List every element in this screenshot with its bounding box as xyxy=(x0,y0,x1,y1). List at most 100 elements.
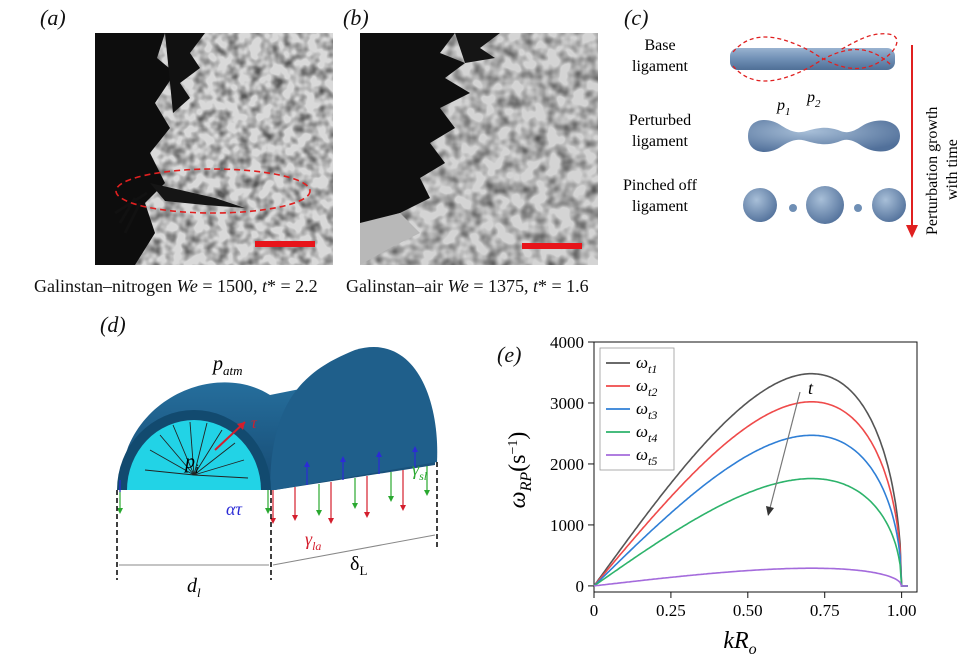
y-axis-title-main: ω xyxy=(505,491,531,508)
caption-b-t-symbol: t xyxy=(532,276,538,296)
d-l-symbol: d xyxy=(187,575,198,597)
y-axis-title-unit-exp: −1 xyxy=(506,440,521,455)
series-line-t3 xyxy=(593,434,908,587)
dispersion-chart: 0 0.25 0.50 0.75 1.00 0 1000 2000 3000 4000 t ωt… xyxy=(505,333,918,658)
gamma-sl-label: γsl xyxy=(412,459,428,483)
x-tick-label: 0.50 xyxy=(733,601,763,620)
tau-label: τ xyxy=(251,415,258,432)
delta-l-symbol: δ xyxy=(350,553,359,575)
base-ligament xyxy=(730,48,895,70)
y-tick-label: 3000 xyxy=(550,394,584,413)
x-axis-title-main: kR xyxy=(723,628,749,654)
gamma-sl-symbol: γ xyxy=(412,459,420,479)
time-direction-label: t xyxy=(808,378,814,398)
satellite-2 xyxy=(854,204,862,212)
x-tick-label: 1.00 xyxy=(887,601,917,620)
panel-e-label: (e) xyxy=(497,342,522,367)
caption-a-we-symbol: We xyxy=(176,276,198,296)
perturbed-label-2: ligament xyxy=(632,133,689,150)
time-direction-arrow-head xyxy=(766,506,774,516)
caption-a-t-value: * = 2.2 xyxy=(267,276,318,296)
gamma-la-label: γla xyxy=(305,529,321,553)
highlight-ellipse xyxy=(115,168,311,214)
gamma-la-subscript: la xyxy=(312,539,321,553)
delta-l-label: δL xyxy=(350,553,367,578)
x-axis-title: kRo xyxy=(723,628,756,658)
droplet-1 xyxy=(743,188,777,222)
d-l-subscript: l xyxy=(197,585,201,600)
x-tick-label: 0.25 xyxy=(656,601,686,620)
caption-b-we-symbol: We xyxy=(447,276,469,296)
caption-a-we-value: = 1500, xyxy=(197,276,262,296)
y-axis-title-sub: RP xyxy=(518,472,535,493)
y-tick-label: 4000 xyxy=(550,333,584,352)
chart-series xyxy=(593,372,908,587)
x-tick-label: 0 xyxy=(590,601,599,620)
perturbed-ligament xyxy=(748,120,900,152)
p2-label: p2 xyxy=(806,89,821,110)
p1-symbol: p xyxy=(776,97,785,114)
satellite-1 xyxy=(789,204,797,212)
y-axis-title: ωRP(s−1) xyxy=(505,432,535,509)
y-tick-label: 1000 xyxy=(550,516,584,535)
x-axis-ticks: 0 0.25 0.50 0.75 1.00 xyxy=(590,592,917,620)
d-l-label: dl xyxy=(187,575,201,600)
caption-a: Galinstan–nitrogen We = 1500, t* = 2.2 xyxy=(34,276,318,297)
legend-label-t4: ωt4 xyxy=(636,422,657,445)
tau-arrow-head xyxy=(237,422,245,430)
gamma-sl-subscript: sl xyxy=(419,469,428,483)
delta-l-dimension xyxy=(272,534,436,566)
caption-a-fluid: Galinstan–nitrogen xyxy=(34,276,177,296)
panel-c-label: (c) xyxy=(624,5,649,30)
caption-b: Galinstan–air We = 1375, t* = 1.6 xyxy=(346,276,589,297)
perturbation-outline xyxy=(732,33,898,82)
time-arrow-head xyxy=(906,225,918,238)
legend-label-t5: ωt5 xyxy=(636,445,657,468)
series-line-t5 xyxy=(593,567,908,587)
pinched-label-2: ligament xyxy=(632,198,689,215)
caption-b-we-value: = 1375, xyxy=(468,276,533,296)
ligament-diagram: Base ligament Perturbed ligament Pinched… xyxy=(623,33,961,238)
y-tick-label: 2000 xyxy=(550,455,584,474)
legend-label-t1: ωt1 xyxy=(636,353,657,376)
y-axis-title-unit: (s xyxy=(505,455,531,472)
droplet-3 xyxy=(872,188,906,222)
half-cylinder-diagram: τ patm pi ατ γla γsl dl δL xyxy=(116,347,438,600)
panel-d-label: (d) xyxy=(100,312,126,337)
scale-bar-b xyxy=(522,243,582,249)
scale-bar-a xyxy=(255,241,315,247)
dimension-guides xyxy=(116,462,438,580)
panel-a-label: (a) xyxy=(40,5,66,30)
p-atm-symbol: p xyxy=(211,353,223,375)
p-i-label: pi xyxy=(183,451,199,476)
caption-a-t-symbol: t xyxy=(261,276,267,296)
gamma-la-symbol: γ xyxy=(305,529,313,549)
x-axis-title-sub: o xyxy=(749,641,757,658)
base-label-2: ligament xyxy=(632,58,689,75)
legend-label-t3: ωt3 xyxy=(636,399,657,422)
micrograph-a-image xyxy=(95,33,333,265)
delta-l-subscript: L xyxy=(359,563,367,578)
micrograph-a xyxy=(95,33,333,265)
alpha-tau-label: ατ xyxy=(226,499,242,519)
pinched-label-1: Pinched off xyxy=(623,177,698,194)
caption-b-t-value: * = 1.6 xyxy=(538,276,589,296)
micrograph-b xyxy=(360,33,598,265)
legend-label-t2: ωt2 xyxy=(636,376,657,399)
pressure-arrows xyxy=(144,421,249,479)
y-axis-title-unit-close: ) xyxy=(505,432,531,440)
base-label-1: Base xyxy=(644,37,675,54)
time-arrow-label-1: Perturbation growth xyxy=(924,107,941,235)
micrograph-b-image xyxy=(360,33,598,265)
series-line-t1 xyxy=(593,372,908,587)
series-line-t2 xyxy=(593,401,908,587)
droplet-2 xyxy=(806,186,844,224)
panel-b-label: (b) xyxy=(343,5,369,30)
p-atm-label: patm xyxy=(211,353,243,378)
p-atm-subscript: atm xyxy=(223,363,243,378)
caption-b-fluid: Galinstan–air xyxy=(346,276,448,296)
series-line-t4 xyxy=(593,477,908,587)
p-i-subscript: i xyxy=(195,461,199,476)
x-tick-label: 0.75 xyxy=(810,601,840,620)
